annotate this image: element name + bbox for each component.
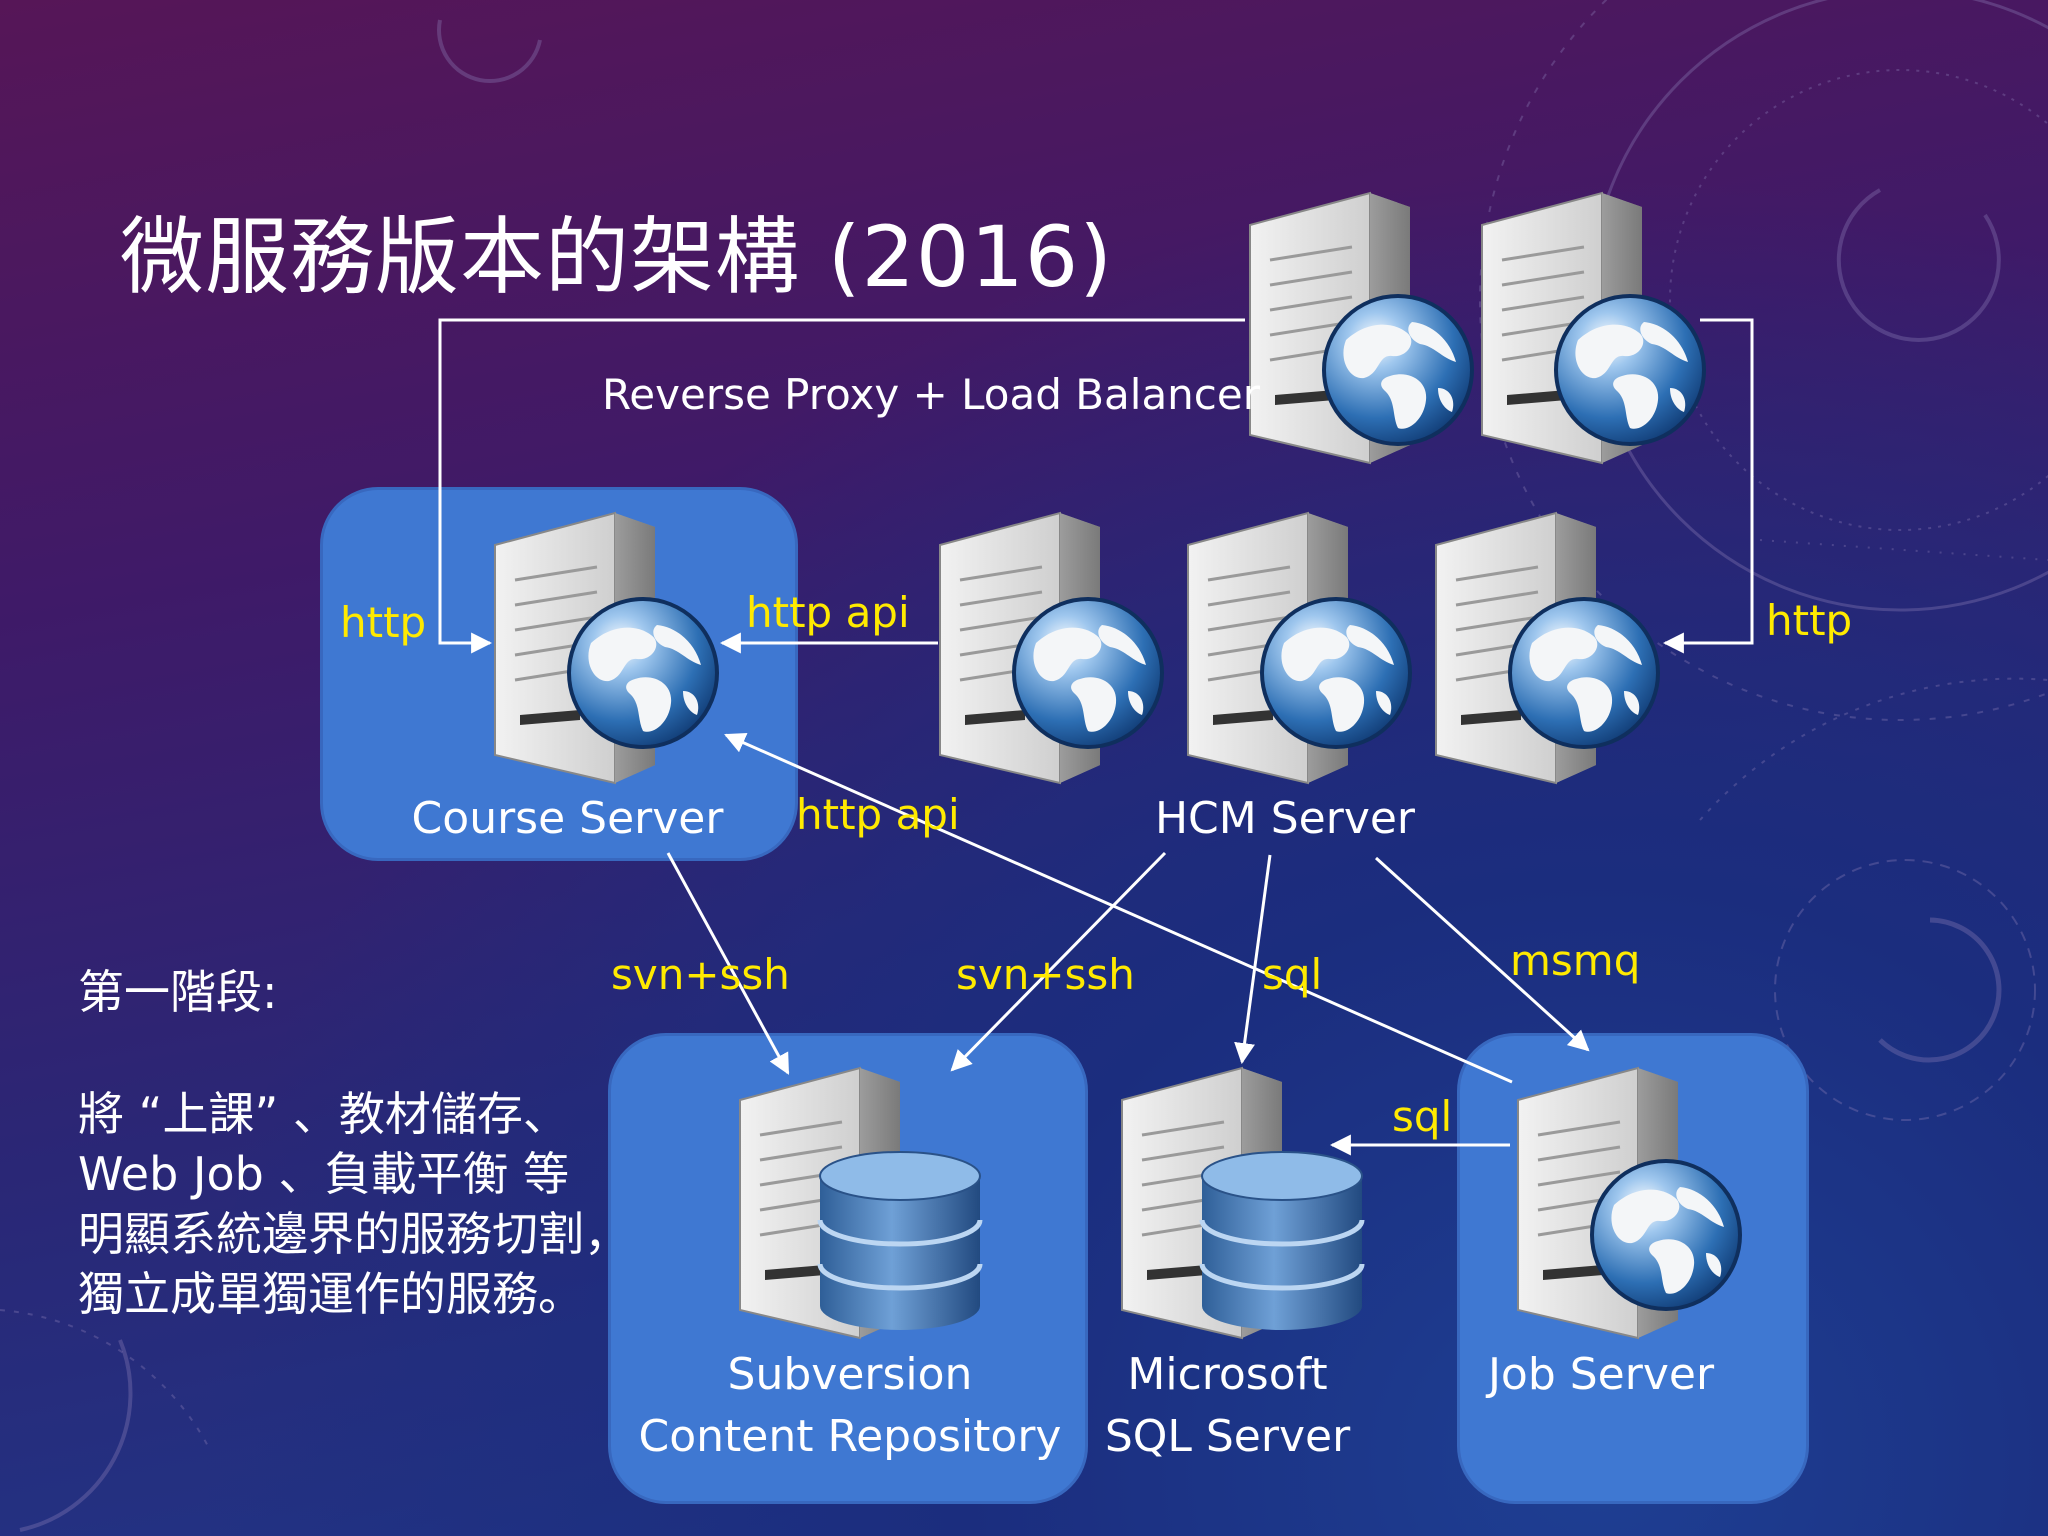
mssql-label-line2: SQL Server <box>1104 1411 1351 1462</box>
http-api-cross-label: http api <box>796 790 960 839</box>
msmq-label: msmq <box>1510 936 1641 985</box>
hcm-server-1-icon <box>938 511 1164 785</box>
note-line-1: 將 “上課” 、教材儲存、 <box>78 1087 569 1141</box>
note-line-4: 獨立成單獨運作的服務。 <box>78 1267 584 1321</box>
http-left-label: http <box>340 598 427 647</box>
sql-job-label: sql <box>1392 1092 1453 1141</box>
course-server-label: Course Server <box>411 793 724 844</box>
http-right-label: http <box>1766 596 1853 645</box>
note-line-3: 明顯系統邊界的服務切割， <box>78 1207 630 1261</box>
course-server-icon <box>493 511 719 785</box>
proxy-server-1-icon <box>1248 191 1474 465</box>
hcm-server-label: HCM Server <box>1154 793 1416 844</box>
subversion-label-line1: Subversion <box>727 1349 973 1400</box>
svn-ssh-course-label: svn+ssh <box>611 950 790 999</box>
note-line-2: Web Job 、負載平衡 等 <box>78 1147 570 1201</box>
job-server-icon <box>1516 1066 1742 1340</box>
slide-title: 微服務版本的架構 (2016) <box>120 208 1114 306</box>
subversion-label-line2: Content Repository <box>638 1411 1062 1462</box>
sql-hcm-label: sql <box>1262 950 1323 999</box>
hcm-server-2-icon <box>1186 511 1412 785</box>
proxy-label: Reverse Proxy + Load Balancer <box>602 370 1260 419</box>
hcm-server-3-icon <box>1434 511 1660 785</box>
job-server-label: Job Server <box>1487 1349 1715 1400</box>
svn-ssh-hcm-label: svn+ssh <box>956 950 1135 999</box>
mssql-label-line1: Microsoft <box>1127 1349 1328 1400</box>
phase-heading: 第一階段: <box>78 965 278 1019</box>
http-api-top-label: http api <box>746 588 910 637</box>
sql-server-database-icon <box>1120 1066 1372 1340</box>
proxy-server-2-icon <box>1480 191 1706 465</box>
subversion-database-icon <box>738 1066 990 1340</box>
